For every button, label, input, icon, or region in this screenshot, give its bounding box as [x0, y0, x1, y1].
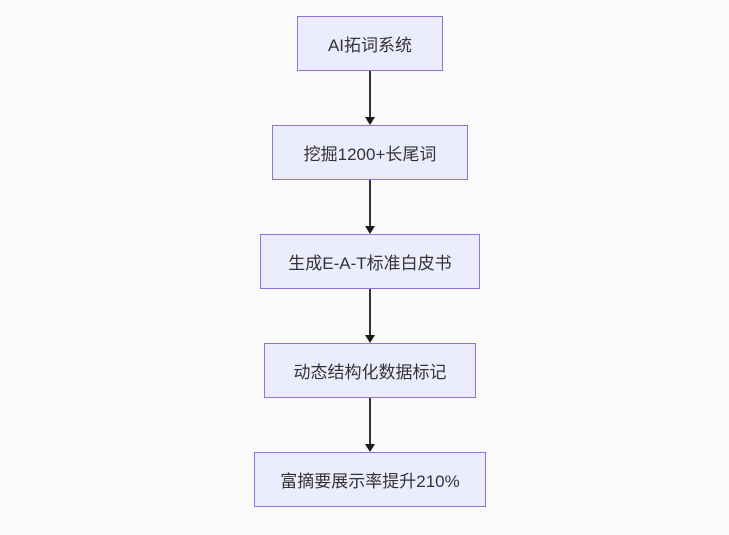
flow-edge-1-2: [364, 71, 376, 125]
flow-node-longtail-mining: 挖掘1200+长尾词: [272, 125, 468, 180]
flow-edge-3-4: [364, 289, 376, 343]
arrowhead-down-icon: [365, 117, 375, 125]
arrowhead-down-icon: [365, 226, 375, 234]
edge-line: [369, 398, 371, 446]
flow-node-eat-whitepaper: 生成E-A-T标准白皮书: [260, 234, 480, 289]
arrowhead-down-icon: [365, 444, 375, 452]
edge-line: [369, 71, 371, 119]
flow-node-structured-data-markup: 动态结构化数据标记: [264, 343, 476, 398]
flow-node-rich-snippet-rate: 富摘要展示率提升210%: [254, 452, 486, 507]
arrowhead-down-icon: [365, 335, 375, 343]
flowchart-column: AI拓词系统 挖掘1200+长尾词 生成E-A-T标准白皮书 动态结构化数据标记…: [254, 16, 486, 507]
flow-node-ai-keyword-system: AI拓词系统: [297, 16, 443, 71]
flow-edge-2-3: [364, 180, 376, 234]
edge-line: [369, 180, 371, 228]
flow-edge-4-5: [364, 398, 376, 452]
edge-line: [369, 289, 371, 337]
